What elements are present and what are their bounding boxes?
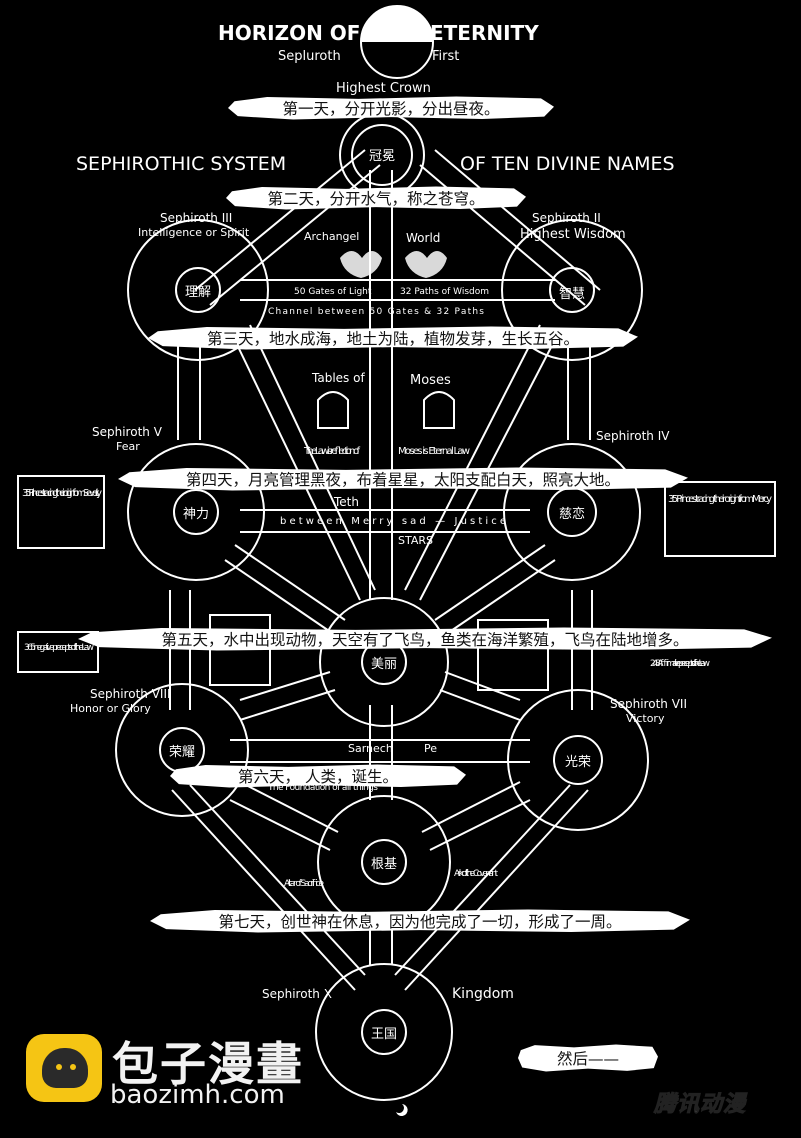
moon-icon	[396, 1104, 408, 1116]
horizon-disc-top	[361, 6, 433, 42]
seph-4-label: Sephiroth IV	[596, 429, 670, 443]
system-title-right: OF TEN DIVINE NAMES	[460, 153, 675, 175]
seph-8-name: 荣耀	[169, 745, 195, 760]
caption-day-6: 第六天， 人类，诞生。	[170, 764, 466, 788]
seph-3-label: Sephiroth III	[160, 211, 232, 225]
bun-logo-icon	[26, 1034, 102, 1102]
tablet-left	[317, 391, 349, 429]
caption-day-1: 第一天，分开光影，分出昼夜。	[228, 96, 554, 120]
foundation-label: The Foundation of all things	[267, 783, 378, 793]
seph-10-sub: Kingdom	[452, 986, 514, 1002]
ark-label: Ark of the Covenant	[454, 869, 498, 879]
caption-day-5: 第五天，水中出现动物，天空有了飞鸟，鱼类在海洋繁殖，飞鸟在陆地增多。	[78, 627, 772, 651]
right-box-note: 35 Princes tracing their origin from Mer…	[668, 494, 772, 505]
system-title-left: SEPHIROTHIC SYSTEM	[76, 153, 286, 175]
negative-precepts-box	[17, 631, 99, 673]
seph-2-name: 智慧	[559, 286, 585, 302]
archangel-label: Archangel	[304, 230, 359, 243]
crown-label: Highest Crown	[336, 81, 431, 96]
seph-2-label: Sephiroth II	[532, 211, 601, 225]
right-note-box	[664, 481, 776, 557]
teth-label: Teth	[333, 495, 359, 509]
watermark-url: baozimh.com	[110, 1080, 285, 1110]
law-label: The Law is reflection of	[303, 446, 360, 457]
caption-day-4: 第四天，月亮管理黑夜，布着星星，太阳支配白天，照亮大地。	[118, 467, 688, 491]
pe-label: Pe	[424, 742, 437, 755]
affirmative-label: 248 Affirmative precepts of the Law	[650, 659, 710, 669]
ending-caption: 然后——	[518, 1044, 658, 1072]
angel-right-icon	[405, 251, 447, 278]
seph-1-name: 冠冕	[369, 149, 395, 164]
header-sub-right: First	[432, 49, 459, 64]
publisher-watermark: 腾讯动漫	[653, 1092, 747, 1118]
negative-label: 365 negative precepts of the Law	[24, 643, 94, 653]
gates-label: 50 Gates of Light	[294, 287, 372, 297]
seph-9-name: 根基	[371, 857, 397, 872]
seph-7-name: 光荣	[565, 755, 591, 770]
temple-frame	[477, 619, 549, 691]
seph-5-label: Sephiroth V	[92, 425, 163, 439]
world-label: World	[406, 231, 440, 245]
caption-day-3: 第三天，地水成海，地土为陆，植物发芽，生长五谷。	[148, 326, 638, 350]
left-note-box	[17, 475, 105, 549]
seph-7-sub: Victory	[626, 712, 665, 725]
stars-label: STARS	[398, 534, 433, 547]
seph-5-name: 神力	[183, 507, 209, 522]
seph-3-sub: Intelligence or Spirit	[138, 226, 250, 239]
header-sub-left: Sepluroth	[278, 49, 341, 64]
seph-8-label: Sephiroth VIII	[90, 687, 171, 701]
paths-label: 32 Paths of Wisdom	[400, 287, 489, 297]
left-box-note: 35 Princes tracing their origin from Sev…	[22, 488, 102, 499]
moses-label: Moses	[410, 373, 451, 388]
tables-label: Tables of	[311, 371, 365, 385]
seph-5-sub: Fear	[116, 440, 140, 453]
seph-4-name: 慈恋	[559, 506, 585, 522]
seph-6-name: 美丽	[371, 657, 397, 672]
sephira-circles	[115, 112, 649, 1101]
seph-7-label: Sephiroth VII	[610, 697, 687, 711]
sarnech-label: Sarnech	[348, 742, 393, 755]
channel-between: Channel between 50 Gates & 32 Paths	[268, 307, 484, 317]
angel-left-icon	[340, 251, 382, 278]
caption-day-7: 第七天，创世神在休息，因为他完成了一切，形成了一周。	[150, 909, 690, 933]
tablet-right	[423, 391, 455, 429]
seph-3-name: 理解	[185, 285, 211, 300]
seph-2-sub: Highest Wisdom	[520, 227, 626, 242]
header-right: ETERNITY	[430, 21, 539, 45]
altar-label: Altar of Sacrifice	[284, 879, 324, 889]
header-left: HORIZON OF	[218, 21, 360, 45]
caption-day-2: 第二天，分开水气，称之苍穹。	[226, 186, 526, 210]
seph-8-sub: Honor or Glory	[70, 702, 151, 715]
seph-10-name: 王国	[371, 1027, 397, 1042]
moses-law-label: Moses is Eternal Law	[398, 446, 470, 457]
seph-10-label: Sephiroth X	[262, 987, 332, 1001]
watermark-title: 包子漫畫	[112, 1037, 304, 1091]
